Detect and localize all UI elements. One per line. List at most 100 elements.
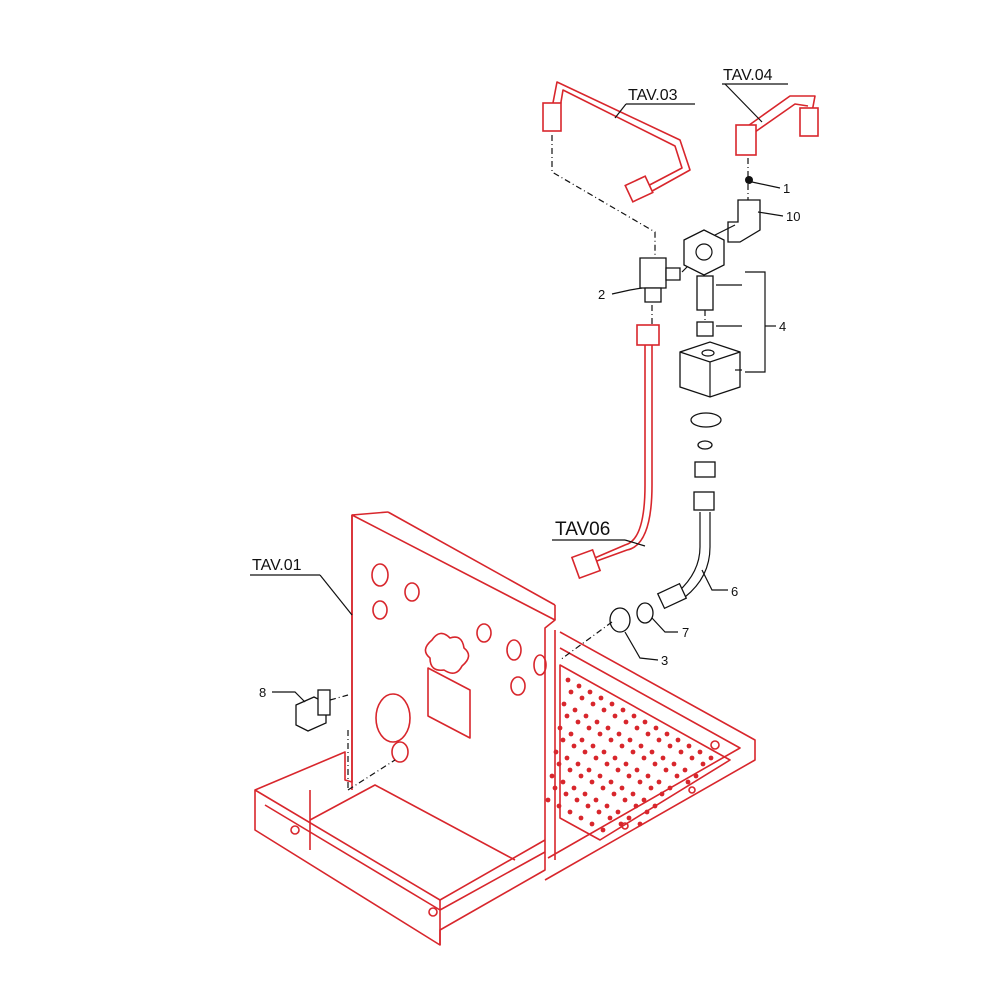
- perforation-hole: [623, 719, 629, 725]
- perforation-hole: [600, 827, 606, 833]
- perforation-hole: [693, 773, 699, 779]
- perforation-hole: [612, 713, 618, 719]
- perforation-hole: [579, 737, 585, 743]
- perforation-hole: [549, 773, 555, 779]
- label-part-10: 10: [786, 209, 800, 224]
- perforation-hole: [641, 797, 647, 803]
- perforation-hole: [589, 779, 595, 785]
- perforation-pattern: [545, 677, 714, 833]
- perforation-hole: [560, 737, 566, 743]
- perforation-hole: [641, 755, 647, 761]
- perforation-hole: [626, 815, 632, 821]
- perforation-hole: [571, 743, 577, 749]
- perforation-hole: [652, 761, 658, 767]
- perforation-hole: [565, 677, 571, 683]
- perforation-hole: [552, 785, 558, 791]
- perforation-hole: [644, 809, 650, 815]
- leader-lines: [250, 83, 788, 703]
- perforation-hole: [631, 713, 637, 719]
- perforation-hole: [675, 737, 681, 743]
- perforation-hole: [619, 785, 625, 791]
- perforation-hole: [556, 803, 562, 809]
- perforation-hole: [597, 773, 603, 779]
- perforation-hole: [697, 749, 703, 755]
- perforation-hole: [604, 803, 610, 809]
- perforation-hole: [634, 725, 640, 731]
- perforation-hole: [619, 743, 625, 749]
- perforation-hole: [626, 773, 632, 779]
- perforation-hole: [645, 731, 651, 737]
- perforation-hole: [579, 695, 585, 701]
- label-part-7: 7: [682, 625, 689, 640]
- perforation-hole: [578, 815, 584, 821]
- perforation-hole: [660, 755, 666, 761]
- perforation-hole: [597, 731, 603, 737]
- perforation-hole: [667, 785, 673, 791]
- perforation-hole: [563, 791, 569, 797]
- label-part-3: 3: [661, 653, 668, 668]
- perforation-hole: [686, 743, 692, 749]
- perforation-hole: [616, 731, 622, 737]
- perforation-hole: [568, 689, 574, 695]
- label-part-6: 6: [731, 584, 738, 599]
- perforation-hole: [656, 779, 662, 785]
- perforation-hole: [667, 743, 673, 749]
- label-tav03: TAV.03: [628, 87, 678, 104]
- perforation-hole: [596, 809, 602, 815]
- perforation-hole: [645, 773, 651, 779]
- perforation-hole: [630, 791, 636, 797]
- perforation-hole: [605, 725, 611, 731]
- perforation-hole: [623, 761, 629, 767]
- perforation-hole: [545, 797, 551, 803]
- perforation-hole: [572, 707, 578, 713]
- perforation-hole: [689, 755, 695, 761]
- perforation-hole: [622, 797, 628, 803]
- pipe-tav04: [735, 95, 819, 200]
- perforation-hole: [604, 761, 610, 767]
- label-tav04: TAV.04: [723, 67, 773, 84]
- perforation-hole: [601, 707, 607, 713]
- perforation-hole: [593, 797, 599, 803]
- perforation-hole: [656, 737, 662, 743]
- perforation-hole: [589, 821, 595, 827]
- perforation-hole: [609, 701, 615, 707]
- perforation-hole: [649, 749, 655, 755]
- perforation-hole: [700, 761, 706, 767]
- perforation-hole: [671, 761, 677, 767]
- perforation-hole: [637, 821, 643, 827]
- perforation-hole: [663, 767, 669, 773]
- perforation-hole: [678, 749, 684, 755]
- perforation-hole: [682, 767, 688, 773]
- perforation-hole: [594, 719, 600, 725]
- label-part-8: 8: [259, 685, 266, 700]
- perforation-hole: [652, 803, 658, 809]
- perforation-hole: [601, 749, 607, 755]
- perforation-hole: [553, 749, 559, 755]
- perforation-hole: [608, 737, 614, 743]
- perforation-hole: [633, 803, 639, 809]
- perforation-hole: [575, 719, 581, 725]
- perforation-hole: [659, 791, 665, 797]
- perforation-hole: [590, 743, 596, 749]
- perforation-hole: [583, 713, 589, 719]
- label-part-1: 1: [783, 181, 790, 196]
- perforation-hole: [560, 779, 566, 785]
- perforation-hole: [576, 683, 582, 689]
- perforation-hole: [618, 821, 624, 827]
- label-tav06: TAV06: [555, 519, 610, 540]
- perforation-hole: [638, 743, 644, 749]
- perforation-hole: [708, 755, 714, 761]
- perforation-hole: [564, 755, 570, 761]
- pipe-tav03: [542, 81, 691, 262]
- perforation-hole: [608, 779, 614, 785]
- base-frame: [254, 511, 756, 946]
- perforation-hole: [607, 815, 613, 821]
- perforation-hole: [600, 785, 606, 791]
- fittings-assembly: [295, 176, 761, 791]
- perforation-hole: [587, 689, 593, 695]
- perforation-hole: [561, 701, 567, 707]
- perforation-hole: [567, 767, 573, 773]
- perforation-hole: [615, 767, 621, 773]
- perforation-hole: [593, 755, 599, 761]
